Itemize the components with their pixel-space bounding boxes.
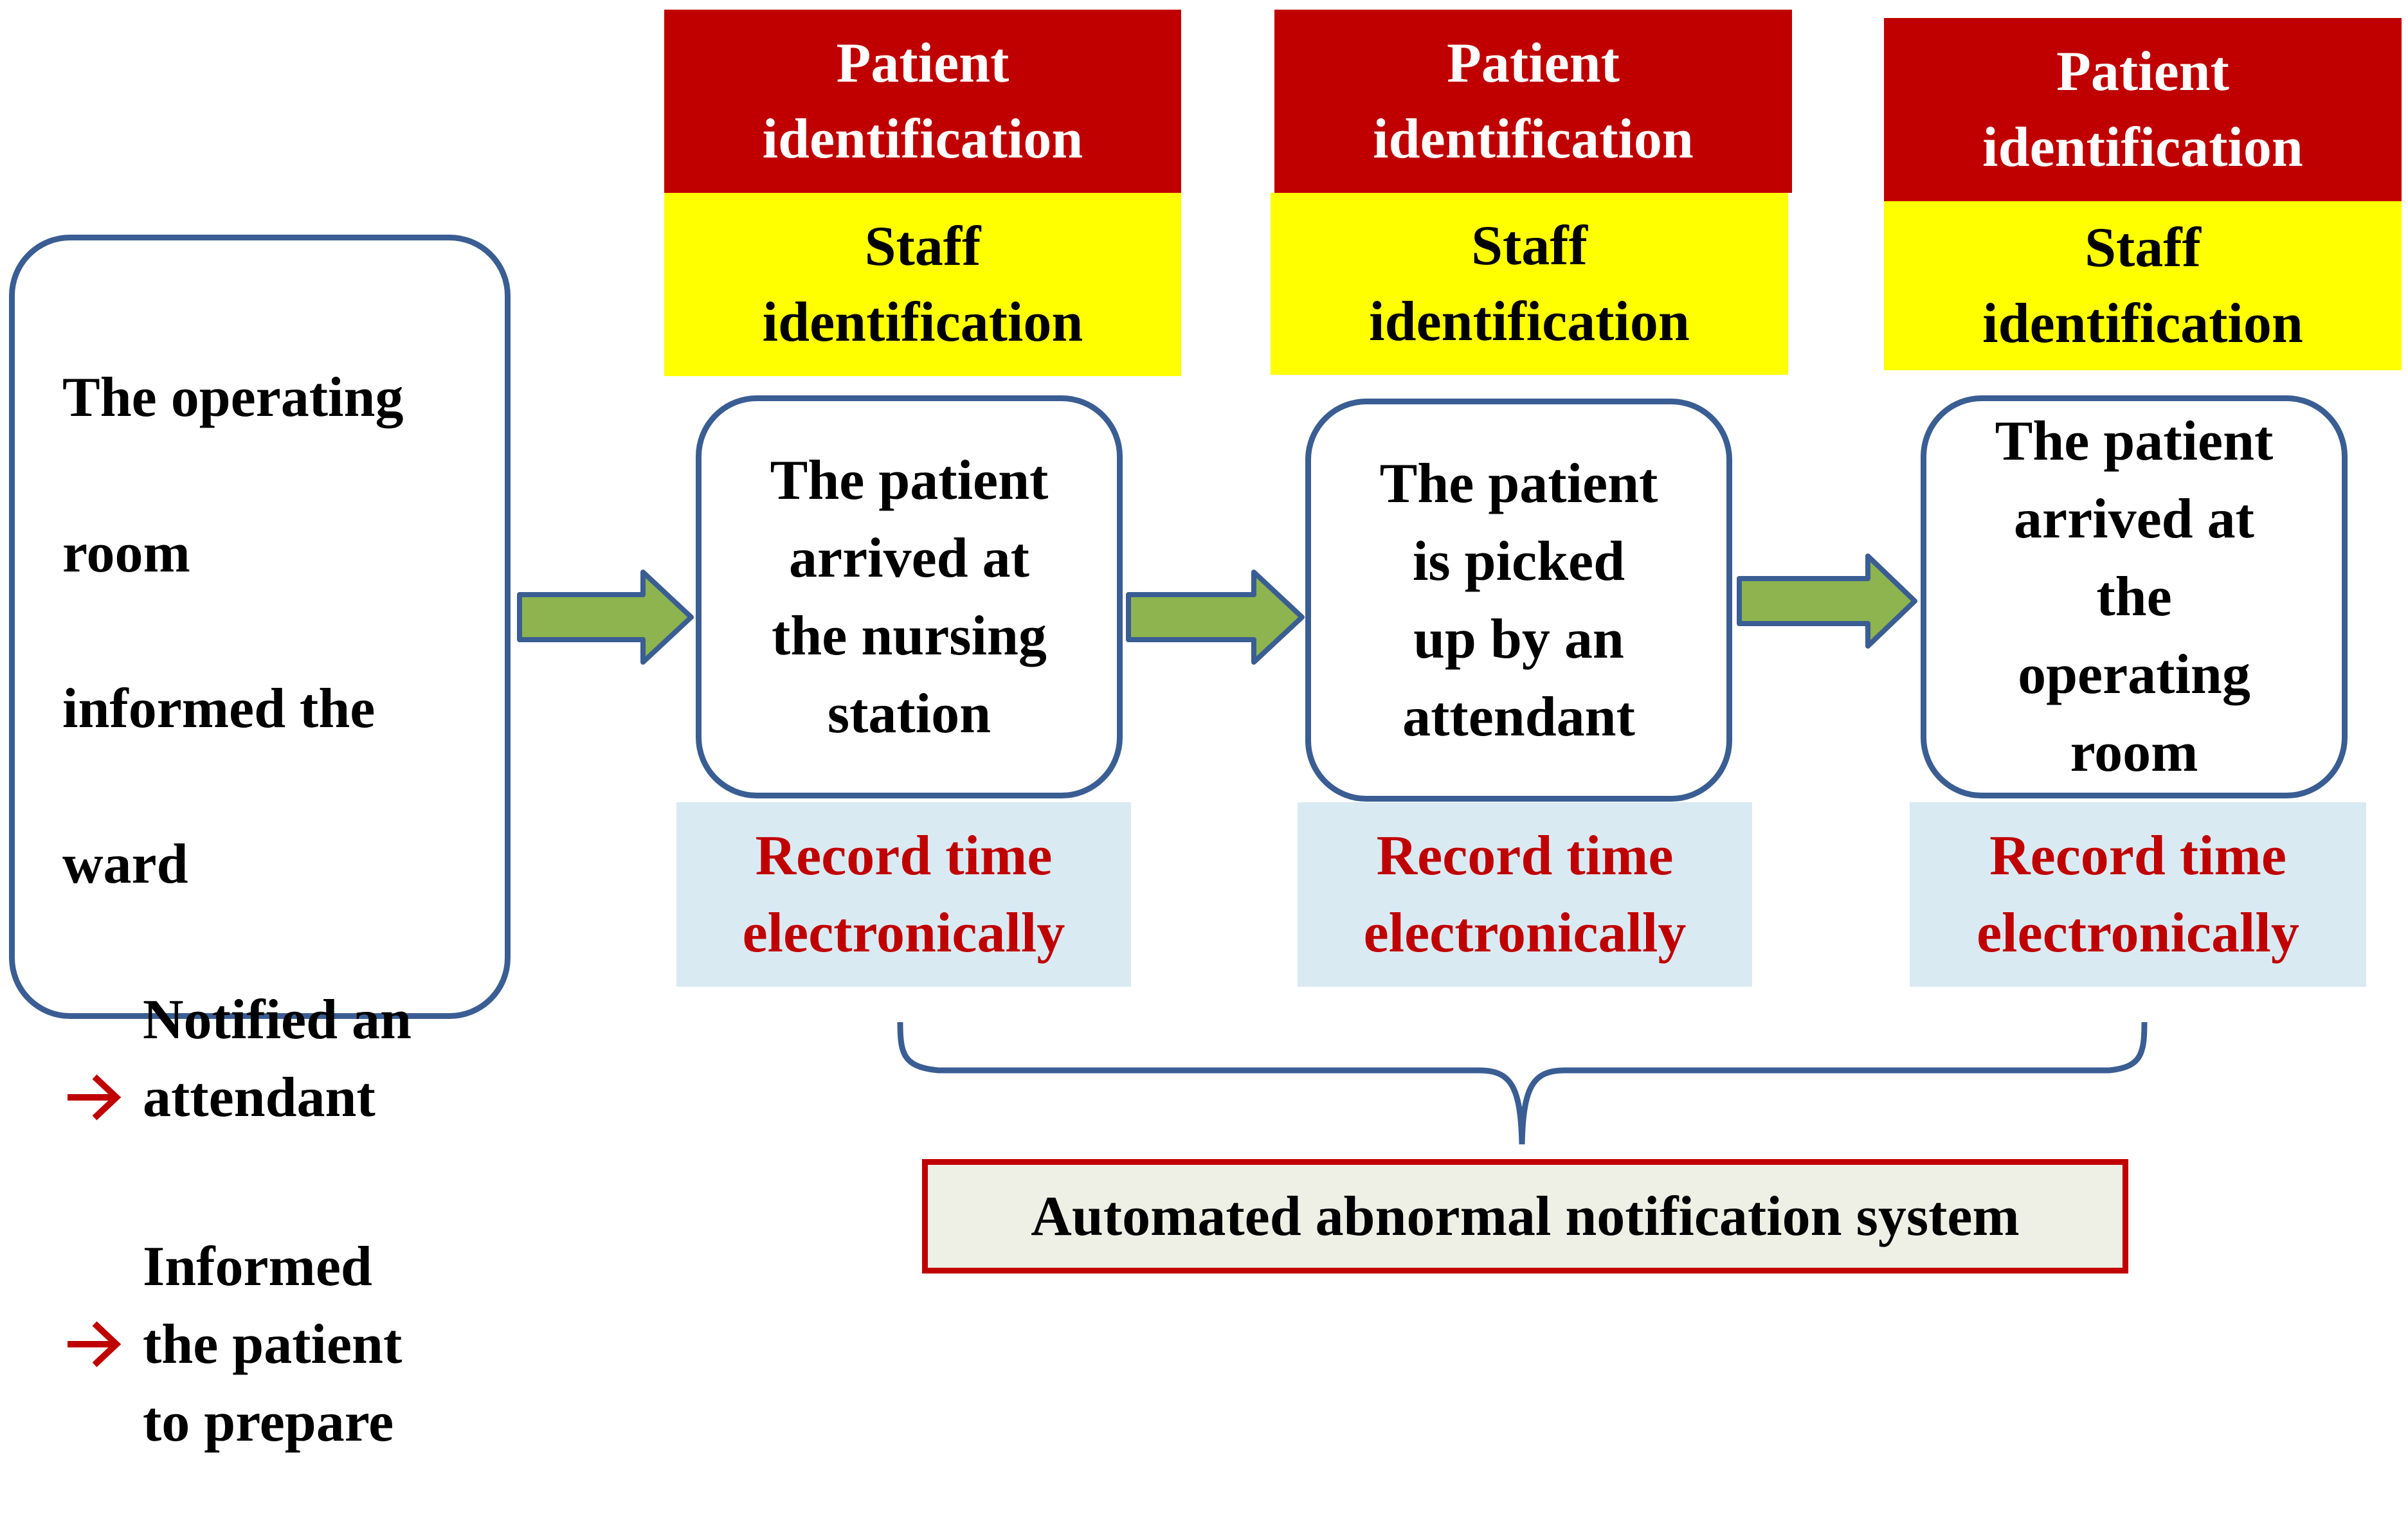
step-box-3: The patient arrived at the operating roo…	[1921, 395, 2348, 798]
step-box-1: The patient arrived at the nursing stati…	[696, 395, 1123, 798]
record-time-3-label: Record time electronically	[1977, 824, 2299, 964]
patient-identification-2: Patient identification	[1274, 10, 1792, 193]
flow-arrow-2	[1126, 570, 1305, 665]
step-box-2: The patient is picked up by an attendant	[1305, 399, 1732, 802]
patient-identification-3: Patient identification	[1884, 18, 2402, 201]
start-line-1: The operating	[62, 366, 404, 429]
staff-identification-3-label: Staff identification	[1982, 216, 2303, 355]
staff-identification-1: Staff identification	[664, 193, 1181, 376]
record-time-1: Record time electronically	[676, 802, 1131, 987]
flow-arrow-3	[1737, 554, 1917, 649]
start-line-2: room	[62, 522, 190, 584]
patient-identification-1: Patient identification	[664, 10, 1181, 193]
start-bullet-1: Notified an attendant	[62, 981, 500, 1150]
red-arrow-icon	[62, 981, 143, 1150]
step-2-text: The patient is picked up by an attendant	[1379, 452, 1658, 748]
automated-notification-system-label: Automated abnormal notification system	[1031, 1185, 2020, 1248]
staff-identification-3: Staff identification	[1884, 201, 2402, 370]
start-bullet-1-text: Notified an attendant	[143, 989, 412, 1129]
automated-notification-system: Automated abnormal notification system	[922, 1159, 2128, 1274]
start-line-4: ward	[62, 833, 188, 896]
step-3-text: The patient arrived at the operating roo…	[1995, 410, 2274, 784]
record-time-2: Record time electronically	[1298, 802, 1752, 987]
grouping-brace	[897, 1022, 2148, 1145]
staff-identification-2-label: Staff identification	[1369, 214, 1690, 353]
patient-identification-2-label: Patient identification	[1373, 32, 1694, 170]
patient-identification-3-label: Patient identification	[1982, 40, 2303, 179]
step-1-text: The patient arrived at the nursing stati…	[770, 449, 1049, 745]
flow-arrow-1	[517, 570, 694, 665]
start-line-3: informed the	[62, 678, 376, 740]
connectors	[517, 554, 2148, 1145]
record-time-2-label: Record time electronically	[1363, 824, 1687, 964]
start-box	[9, 235, 511, 1019]
record-time-3: Record time electronically	[1910, 802, 2366, 987]
staff-identification-1-label: Staff identification	[762, 215, 1083, 354]
staff-identification-2: Staff identification	[1271, 193, 1788, 375]
patient-identification-1-label: Patient identification	[762, 32, 1083, 170]
record-time-1-label: Record time electronically	[742, 824, 1065, 964]
